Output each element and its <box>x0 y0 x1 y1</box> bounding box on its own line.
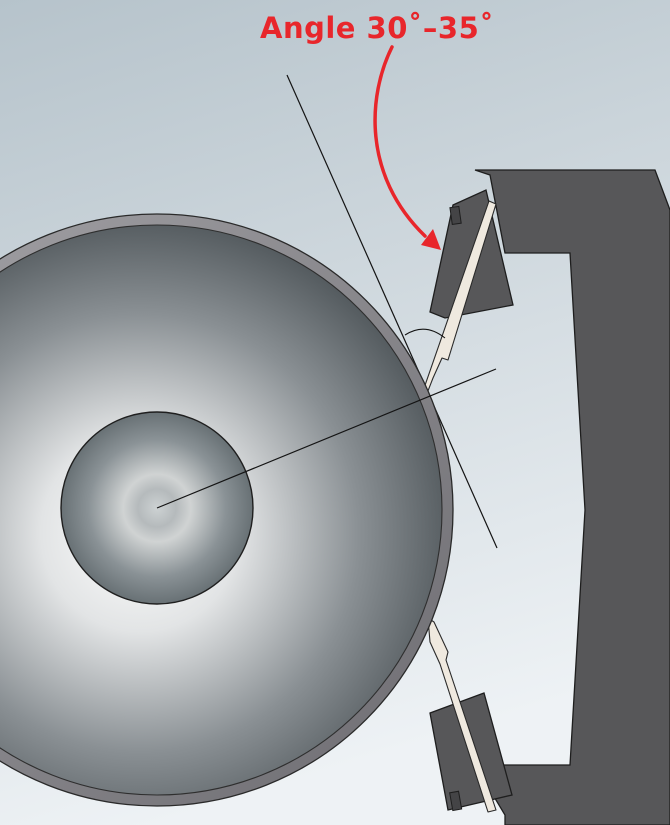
curved-arrow-icon <box>373 45 441 250</box>
upper-clamp-bolt <box>449 205 462 226</box>
radius-line <box>156 368 497 509</box>
tangent-line <box>286 74 498 549</box>
angle-arc <box>404 328 446 339</box>
lower-doctor-blade <box>427 617 497 813</box>
lower-clamp-bolt <box>449 790 463 812</box>
angle-label: Angle 30˚–35˚ <box>260 11 494 45</box>
